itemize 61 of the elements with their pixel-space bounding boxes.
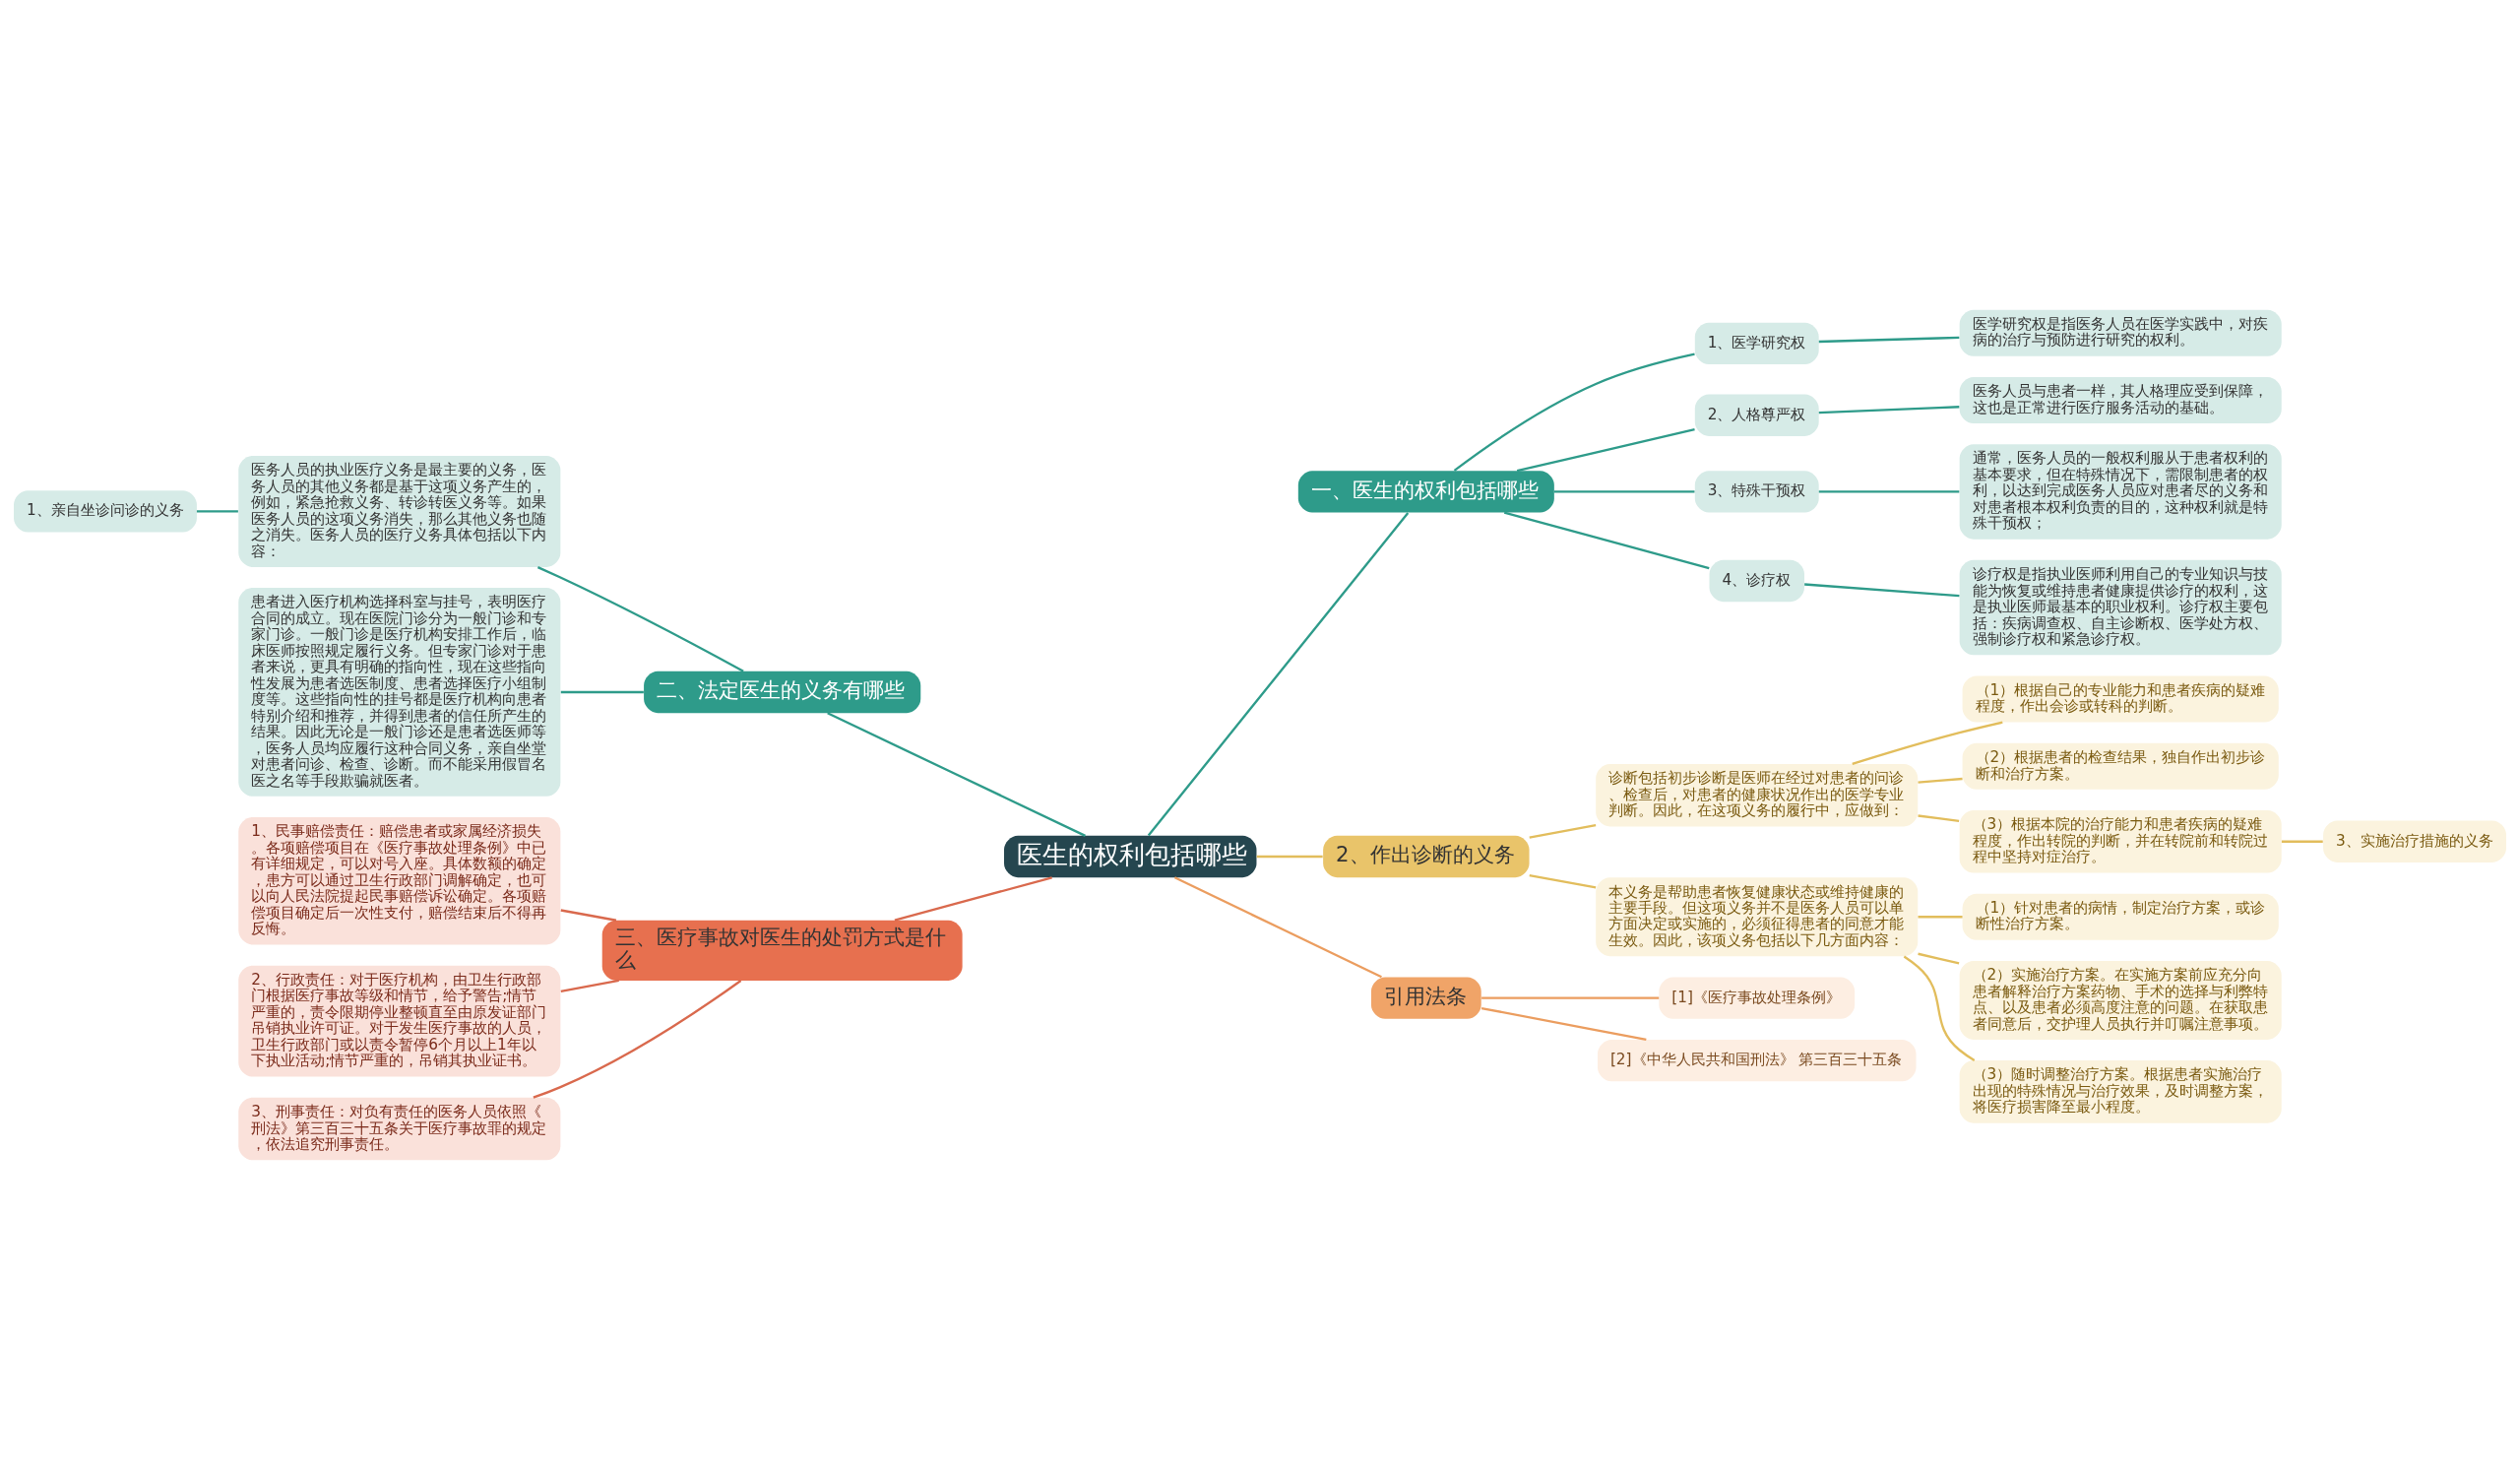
node-box: 诊断包括初步诊断是医师在经过对患者的问诊、检查后，对患者的健康状况作出的医学专业判断。因此，在这项义务的履行中，应做到：: [1596, 763, 1919, 826]
connector: [1918, 813, 1960, 822]
connector: [533, 979, 742, 1099]
node-box: （2）根据患者的检查结果，独自作出初步诊断和治疗方案。: [1962, 742, 2279, 790]
node-box: 1、亲自坐诊问诊的义务: [14, 489, 197, 533]
node-box: [1]《医疗事故处理条例》: [1659, 976, 1856, 1019]
node-box: 三、医疗事故对医生的处罚方式是什么: [601, 920, 963, 981]
connector: [1818, 405, 1960, 414]
connector: [560, 908, 617, 922]
connector: [827, 711, 1086, 837]
node-box: 患者进入医疗机构选择科室与挂号，表明医疗合同的成立。现在医院门诊分为一般门诊和专家门诊。一般门诊是医疗机构安排工作后，临床医师按照规定履行义务。但专家门诊对于患者来说，更具有明确的指向性，现在这些指向性发展为患者选医制度、患者选择医疗小组制度等。这些指向性的挂号都是医疗机构向患者特别介绍和推荐，并得到患者的信任所产生的结果。因此无论是一般门诊还是患者选医师等，医务人员均应履行这种合同义务，亲自坐堂对患者问诊、检查、诊断。而不能采用假冒名医之名等手段欺骗就医者。: [238, 587, 561, 797]
node-box: 3、特殊干预权: [1694, 470, 1819, 513]
connector: [1503, 511, 1710, 569]
connector: [1818, 489, 1960, 493]
connector: [1852, 720, 2003, 765]
connector: [1173, 875, 1382, 978]
connector: [1918, 777, 1963, 784]
connector: [1256, 855, 1323, 858]
node-box: 1、医学研究权: [1694, 322, 1819, 364]
node-box: （3）根据本院的治疗能力和患者疾病的疑难程度，作出转院的判断，并在转院前和转院过程中坚持对症治疗。: [1959, 809, 2282, 872]
node-box: [2]《中华人民共和国刑法》 第三百三十五条: [1597, 1039, 1917, 1081]
connector: [2281, 840, 2323, 843]
node-box: 医务人员的执业医疗义务是最主要的义务，医务人员的其他义务都是基于这项义务产生的，例如，紧急抢救义务、转诊转医义务等。如果医务人员的这项义务消失，那么其他义务也随之消失。医务人员的医疗义务具体包括以下内容：: [238, 455, 561, 567]
node-box: 1、民事赔偿责任：赔偿患者或家属经济损失。各项赔偿项目在《医疗事故处理条例》中已有详细规定，可以对号入座。具体数额的确定，患方可以通过卫生行政部门调解确定，也可以向人民法院提起民事赔偿诉讼确定。各项赔偿项目确定后一次性支付，赔偿结束后不得再反悔。: [238, 816, 561, 944]
node-box: （2）实施治疗方案。在实施方案前应充分向患者解释治疗方案药物、手术的选择与利弊特点、以及患者必须高度注意的问题。在获取患者同意后，交护理人员执行并叮嘱注意事项。: [1959, 960, 2282, 1040]
node-box: 二、法定医生的义务有哪些: [644, 671, 921, 713]
node-box: 医务人员与患者一样，其人格理应受到保障，这也是正常进行医疗服务活动的基础。: [1959, 376, 2282, 423]
connector: [1516, 427, 1695, 472]
connector: [1529, 823, 1597, 839]
node-box: 3、刑事责任：对负有责任的医务人员依照《刑法》第三百三十五条关于医疗事故罪的规定，依法追究刑事责任。: [238, 1097, 561, 1160]
connector: [1918, 952, 1960, 964]
connector: [536, 565, 744, 672]
node-box: 诊疗权是指执业医师利用自己的专业知识与技能为恢复或维持患者健康提供诊疗的权利，这是执业医师最基本的职业权利。诊疗权主要包括：疾病调查权、自主诊断权、医学处方权、强制诊疗权和紧急诊疗权。: [1959, 559, 2282, 655]
connector: [1453, 352, 1695, 472]
connector: [196, 509, 238, 513]
node-box: （3）随时调整治疗方案。根据患者实施治疗出现的特殊情况与治疗效果，及时调整方案，将医疗损害降至最小程度。: [1959, 1059, 2282, 1123]
connector: [1481, 995, 1660, 999]
connector: [894, 875, 1052, 922]
connector: [1818, 336, 1960, 343]
connector: [560, 979, 619, 992]
connector: [1553, 489, 1695, 493]
node-box: 引用法条: [1370, 976, 1481, 1019]
node-box: 医学研究权是指医务人员在医学实践中，对疾病的治疗与预防进行研究的权利。: [1959, 309, 2282, 356]
connector: [1903, 954, 1976, 1061]
node-box: 通常，医务人员的一般权利服从于患者权利的基本要求，但在特殊情况下，需限制患者的权利，以达到完成医务人员应对患者尽的义务和对患者根本权利负责的目的，这种权利就是特殊干预权；: [1959, 443, 2282, 540]
connector: [1147, 511, 1410, 836]
node-box: 4、诊疗权: [1709, 559, 1804, 602]
node-box: 医生的权利包括哪些: [1004, 835, 1257, 877]
node-box: 2、人格尊严权: [1694, 394, 1819, 436]
node-box: 一、医生的权利包括哪些: [1297, 470, 1554, 513]
node-box: （1）针对患者的病情，制定治疗方案，或诊断性治疗方案。: [1962, 893, 2279, 940]
connector: [1529, 873, 1597, 889]
node-box: 3、实施治疗措施的义务: [2323, 820, 2506, 862]
node-box: 2、行政责任：对于医疗机构，由卫生行政部门根据医疗事故等级和情节，给予警告;情节严重的，责令限期停业整顿直至由原发证部门吊销执业许可证。对于发生医疗事故的人员，卫生行政部门或以责令暂停6个月以上1年以下执业活动;情节严重的，吊销其执业证书。: [238, 965, 561, 1077]
node-box: 2、作出诊断的义务: [1323, 835, 1530, 877]
connector: [1480, 1006, 1647, 1041]
node-box: 本义务是帮助患者恢复健康状态或维持健康的主要手段。但这项义务并不是医务人员可以单方面决定或实施的，必须征得患者的同意才能生效。因此，该项义务包括以下几方面内容：: [1596, 876, 1919, 956]
connector: [1918, 915, 1963, 918]
connector: [1804, 582, 1960, 597]
connector: [560, 690, 644, 693]
node-box: （1）根据自己的专业能力和患者疾病的疑难程度，作出会诊或转科的判断。: [1962, 675, 2279, 723]
